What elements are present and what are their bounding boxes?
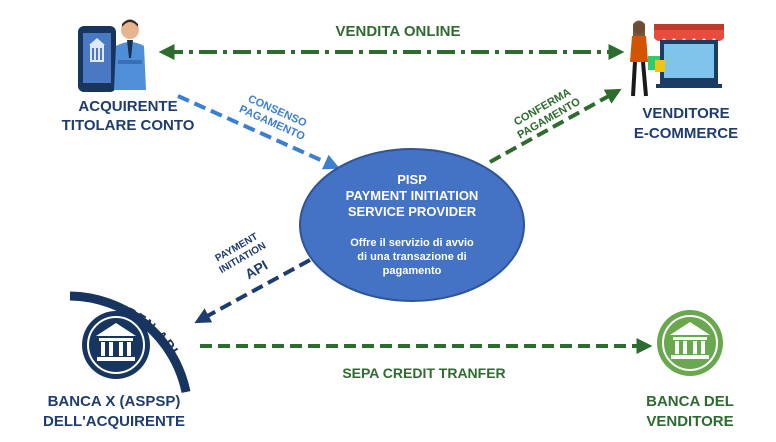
bank-building-icon — [82, 311, 150, 379]
bank-buyer-label-line2: DELL'ACQUIRENTE — [43, 413, 185, 430]
pisp-desc-2: di una transazione di — [357, 251, 466, 263]
storefront-icon — [654, 24, 724, 88]
pisp-desc-3: pagamento — [383, 265, 442, 277]
bank-buyer-label-line1: BANCA X (ASPSP) — [48, 393, 181, 410]
vendita-online-label: VENDITA ONLINE — [335, 23, 460, 40]
api-label: PAYMENT INITIATION API — [214, 231, 271, 282]
consenso-arrow — [177, 94, 340, 170]
bank-seller-label-line2: VENDITORE — [646, 413, 733, 430]
shopper-icon — [630, 20, 665, 97]
pisp-ellipse — [299, 148, 525, 302]
seller-bank-icon — [657, 310, 723, 376]
pisp-title-3: SERVICE PROVIDER — [348, 204, 477, 219]
api-arrow — [194, 258, 311, 324]
smartphone-bank-icon — [78, 26, 116, 92]
bank-seller-label-line1: BANCA DEL — [646, 393, 734, 410]
buyer-label-line2: TITOLARE CONTO — [62, 117, 195, 134]
conferma-arrow — [489, 88, 622, 164]
consenso-label: CONSENSO PAGAMENTO — [237, 93, 309, 143]
seller-label-line1: VENDITORE — [642, 105, 729, 122]
pisp-title-1: PISP — [397, 172, 427, 187]
pisp-desc-1: Offre il servizio di avvio — [350, 237, 474, 249]
open-api-arc — [69, 291, 191, 393]
sepa-label: SEPA CREDIT TRANFER — [342, 365, 505, 381]
businessman-icon — [114, 19, 146, 90]
buyer-label-line1: ACQUIRENTE — [78, 98, 177, 115]
pisp-title-2: PAYMENT INITIATION — [346, 188, 479, 203]
seller-label-line2: E-COMMERCE — [634, 125, 738, 142]
